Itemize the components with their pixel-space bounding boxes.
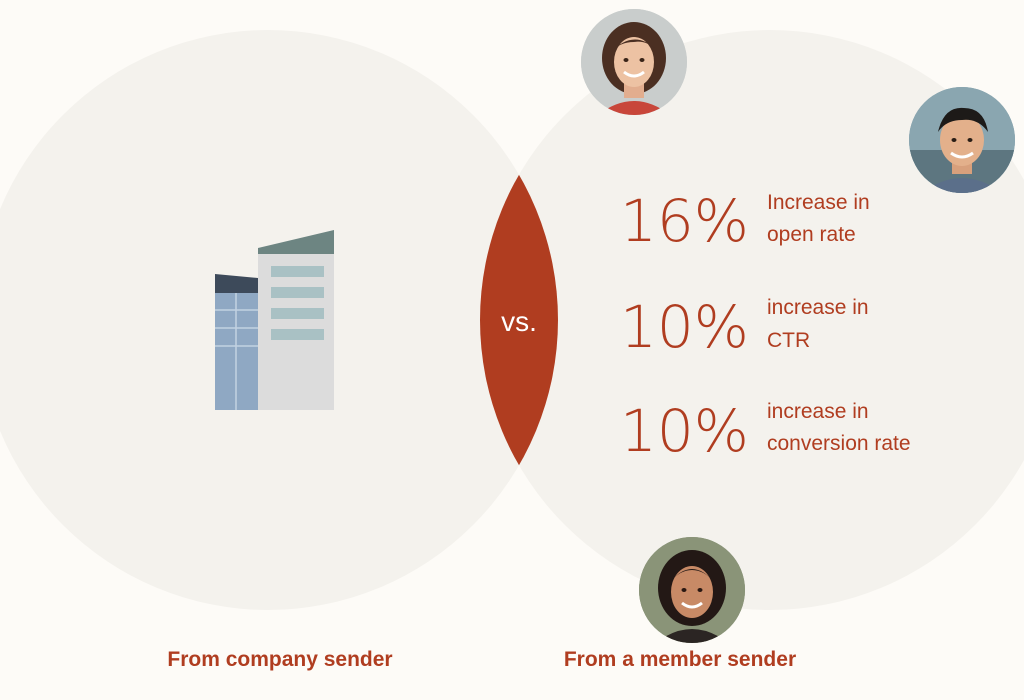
stat-value: 10% [620, 397, 749, 465]
stat-open-rate: 16% Increase in open rate [620, 187, 870, 255]
stat-conversion-rate: 10% increase in conversion rate [620, 397, 911, 465]
vs-text: vs. [501, 306, 537, 337]
office-building-icon [215, 230, 334, 410]
company-sender-label: From company sender [167, 648, 393, 671]
stat-label-line2: CTR [767, 329, 810, 352]
stat-label-line1: increase in [767, 400, 869, 423]
stat-value: 10% [620, 293, 749, 361]
stat-label-line2: open rate [767, 223, 856, 246]
stat-value: 16% [620, 187, 749, 255]
person-avatar-woman-2-icon [639, 537, 745, 643]
stat-ctr: 10% increase in CTR [620, 293, 869, 361]
stat-label-line2: conversion rate [767, 432, 911, 455]
member-circle [480, 30, 1024, 610]
member-sender-label: From a member sender [563, 648, 797, 671]
stat-label-line1: Increase in [767, 191, 870, 214]
stat-label-line1: increase in [767, 296, 869, 319]
person-avatar-woman-icon [581, 9, 687, 115]
